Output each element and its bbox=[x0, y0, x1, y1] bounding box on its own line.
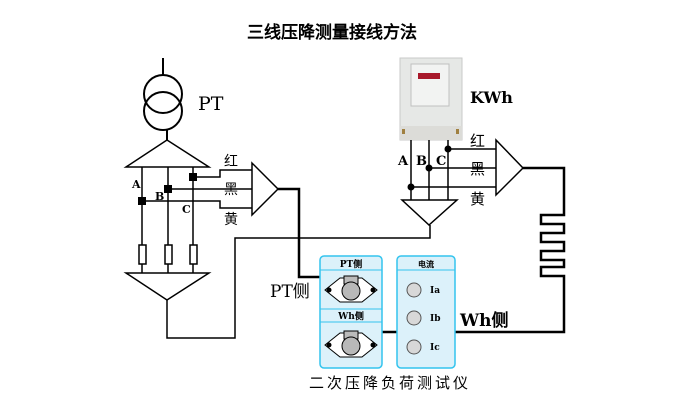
wh-connector[interactable] bbox=[324, 330, 378, 358]
pt-header: PT侧 bbox=[340, 258, 362, 270]
kwh-meter bbox=[399, 57, 463, 141]
wh-header: Wh侧 bbox=[337, 310, 364, 322]
pt-wire-red: 红 bbox=[224, 154, 238, 170]
pt-transformer bbox=[143, 58, 183, 140]
instrument-voltage-panel: PT侧 Wh侧 bbox=[319, 255, 383, 369]
meter-wire-red: 红 bbox=[470, 132, 485, 150]
pt-phase-a: A bbox=[131, 178, 141, 191]
wh-side-cable bbox=[351, 166, 566, 345]
meter-phase-b: B bbox=[416, 154, 427, 169]
pt-wire-black: 黑 bbox=[224, 182, 238, 198]
ia-port[interactable] bbox=[406, 282, 422, 298]
meter-wire-black: 黑 bbox=[470, 160, 485, 178]
wh-side-label: Wh侧 bbox=[459, 310, 508, 331]
ia-label: Ia bbox=[430, 286, 440, 296]
pt-wiring bbox=[123, 139, 431, 339]
pt-label: PT bbox=[198, 93, 224, 115]
pt-wire-yellow: 黄 bbox=[224, 211, 238, 228]
meter-phase-a: A bbox=[397, 154, 409, 169]
ic-port[interactable] bbox=[406, 339, 422, 355]
meter-junction-dots bbox=[407, 145, 452, 191]
pt-side-label: PT侧 bbox=[270, 282, 310, 302]
diagram-title: 三线压降测量接线方法 bbox=[247, 22, 417, 43]
ib-port[interactable] bbox=[406, 310, 422, 326]
instrument-caption: 二次压降负荷测试仪 bbox=[309, 374, 471, 392]
kwh-label: KWh bbox=[470, 88, 513, 107]
pt-connector[interactable] bbox=[324, 275, 378, 303]
instrument-current-panel: 电流 Ia Ib Ic bbox=[396, 255, 456, 369]
meter-wiring bbox=[400, 138, 525, 227]
pt-phase-c: C bbox=[182, 203, 191, 216]
pt-phase-b: B bbox=[155, 190, 164, 203]
meter-wire-yellow: 黄 bbox=[470, 190, 485, 208]
ic-label: Ic bbox=[430, 343, 440, 353]
ib-label: Ib bbox=[430, 314, 441, 324]
pt-junction-dots bbox=[138, 173, 197, 205]
meter-phase-c: C bbox=[436, 154, 446, 169]
current-header: 电流 bbox=[418, 259, 434, 269]
